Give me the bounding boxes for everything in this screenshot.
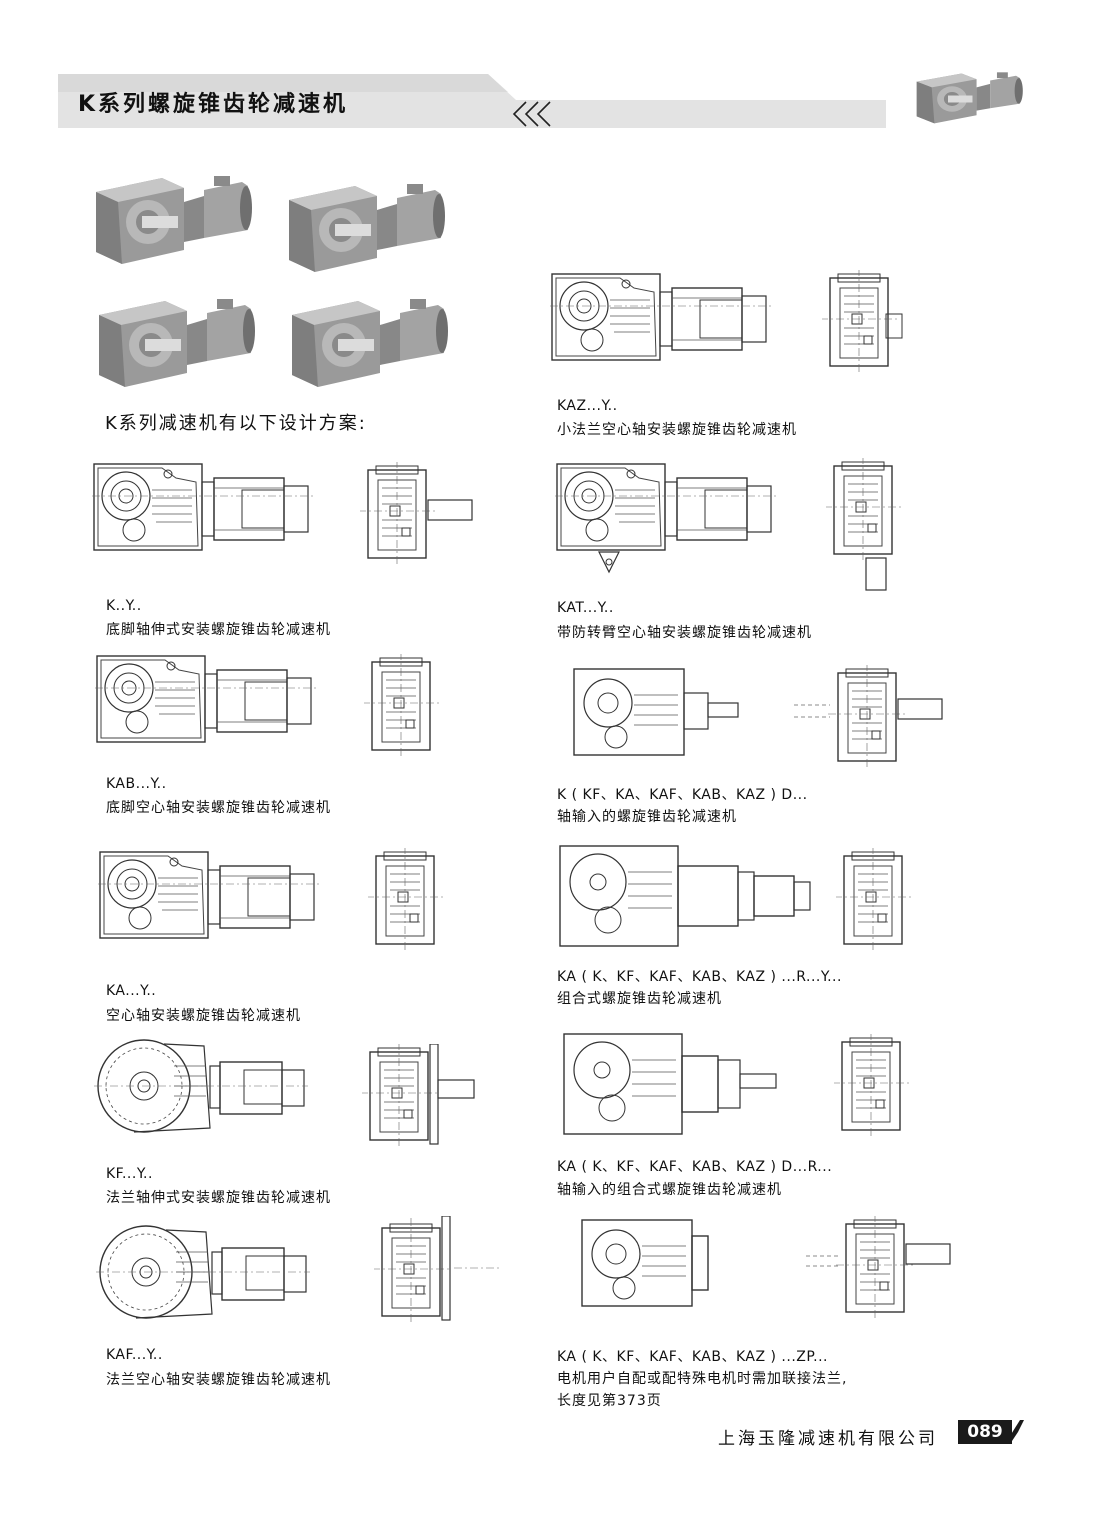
- end-view-drawing: [826, 458, 903, 591]
- model-code: K..Y..: [106, 598, 142, 614]
- side-view-drawing: [95, 655, 318, 743]
- header-band: [58, 74, 886, 128]
- model-description: 电机用户自配或配特殊电机时需加联接法兰,: [557, 1371, 848, 1387]
- flange-side-view-drawing: [96, 1225, 311, 1319]
- side-view-drawing: [559, 845, 811, 947]
- product-photo: [289, 184, 445, 272]
- end-view-drawing: [360, 462, 473, 565]
- end-view-drawing: [362, 1044, 475, 1147]
- page-number: 089: [958, 1420, 1012, 1444]
- end-view-drawing: [806, 1216, 951, 1319]
- company-name: 上海玉隆减速机有限公司: [718, 1429, 938, 1449]
- model-code: KA ( K、KF、KAF、KAB、KAZ ) D...R...: [557, 1159, 833, 1175]
- model-code: KAZ...Y..: [557, 398, 618, 414]
- side-view-drawing: [563, 1033, 777, 1135]
- model-description-note: 长度见第373页: [557, 1393, 662, 1409]
- side-view-drawing: [581, 1219, 709, 1307]
- end-view-drawing: [822, 270, 903, 373]
- side-view-drawing: [92, 463, 315, 551]
- model-description: 法兰空心轴安装螺旋锥齿轮减速机: [106, 1372, 331, 1388]
- side-view-drawing: [98, 851, 321, 939]
- side-view-drawing: [555, 463, 778, 574]
- model-code: KAF...Y..: [106, 1347, 163, 1363]
- flange-side-view-drawing: [94, 1039, 309, 1133]
- model-code: K ( KF、KA、KAF、KAB、KAZ ) D...: [557, 787, 808, 803]
- side-view-drawing: [550, 273, 773, 361]
- model-description: 法兰轴伸式安装螺旋锥齿轮减速机: [106, 1190, 331, 1206]
- end-view-drawing: [364, 654, 441, 757]
- model-description: 小法兰空心轴安装螺旋锥齿轮减速机: [557, 422, 797, 438]
- header-product-image: [916, 72, 1023, 124]
- model-description: 轴输入的组合式螺旋锥齿轮减速机: [557, 1182, 782, 1198]
- model-description: 空心轴安装螺旋锥齿轮减速机: [106, 1008, 301, 1024]
- model-code: KAB...Y..: [106, 776, 167, 792]
- end-view-drawing: [834, 1034, 911, 1137]
- end-view-drawing: [368, 848, 445, 951]
- model-description: 底脚空心轴安装螺旋锥齿轮减速机: [106, 800, 331, 816]
- model-code: KAT...Y..: [557, 600, 614, 616]
- intro-heading: K系列减速机有以下设计方案:: [105, 413, 367, 434]
- page-title: K系列螺旋锥齿轮减速机: [78, 92, 349, 117]
- end-view-drawing: [836, 848, 913, 951]
- model-description: 组合式螺旋锥齿轮减速机: [557, 991, 722, 1007]
- model-code: KA...Y..: [106, 983, 157, 999]
- end-view-drawing: [794, 665, 943, 768]
- model-description: 带防转臂空心轴安装螺旋锥齿轮减速机: [557, 625, 812, 641]
- model-code: KA ( K、KF、KAF、KAB、KAZ ) ...R...Y...: [557, 969, 842, 985]
- product-photo: [96, 176, 252, 264]
- model-description: 底脚轴伸式安装螺旋锥齿轮减速机: [106, 622, 331, 638]
- model-code: KA ( K、KF、KAF、KAB、KAZ ) ...ZP...: [557, 1349, 828, 1365]
- side-view-drawing: [573, 668, 739, 756]
- model-description: 轴输入的螺旋锥齿轮减速机: [557, 809, 737, 825]
- product-photo: [99, 299, 255, 387]
- chevron-decoration-icon: [512, 101, 551, 127]
- end-view-drawing: [374, 1216, 502, 1323]
- page-tab-decoration-icon: [1010, 1420, 1024, 1444]
- product-photo: [292, 299, 448, 387]
- model-code: KF...Y..: [106, 1166, 153, 1182]
